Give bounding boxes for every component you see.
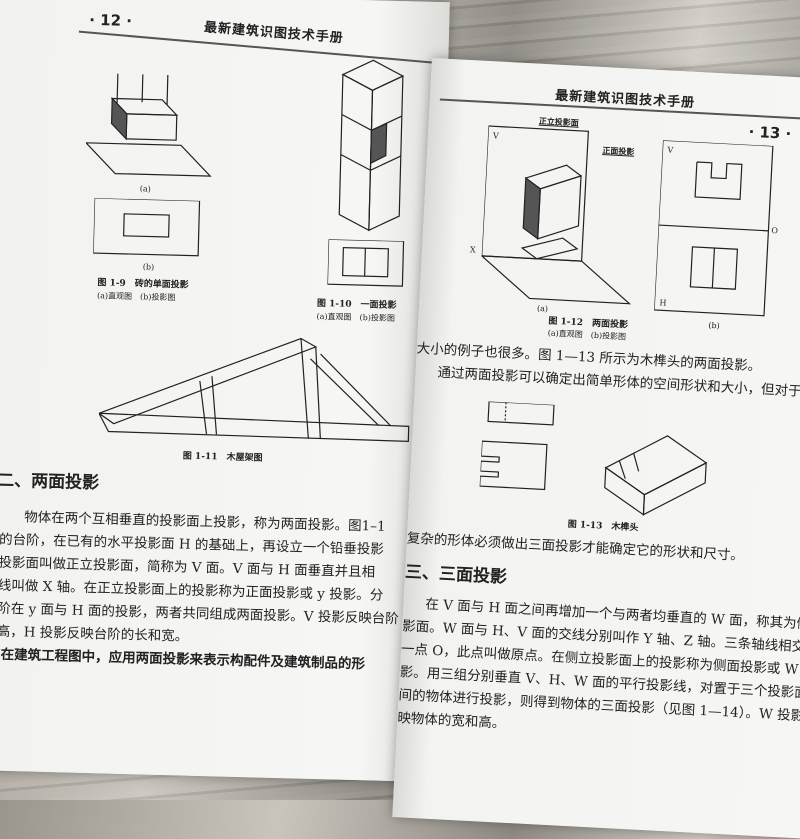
right-page: 最新建筑识图技术手册 · 13 · 正立投影面 正面投影 V X (a) V O… bbox=[392, 58, 800, 839]
left-page: · 12 · 最新建筑识图技术手册 (a) (b) 图 1-9 砖的单面投影 (… bbox=[0, 0, 450, 783]
axis-label-v: V bbox=[667, 145, 674, 155]
axis-label-o: O bbox=[771, 226, 779, 236]
figure-1-9a-brick-drawing bbox=[84, 73, 212, 177]
section-heading: 二、两面投影 bbox=[0, 470, 100, 494]
figure-1-10-caption: 图 1-10 一面投影 bbox=[316, 298, 397, 312]
figure-1-10-subcaption: (a)直观图 (b)投影图 bbox=[316, 311, 396, 323]
axis-label-x: X bbox=[469, 245, 476, 255]
body-paragraph: 物体在两个互相垂直的投影面上投影，称为两面投影。图1–1 示的台阶，在已有的水平… bbox=[0, 0, 450, 672]
figure-label: (a) bbox=[139, 184, 151, 194]
figure-1-13-caption: 图 1-13 木榫头 bbox=[567, 519, 639, 534]
axis-label-h: H bbox=[659, 298, 667, 308]
section-heading: 三、三面投影 bbox=[404, 562, 508, 588]
figure-1-12b-projection bbox=[653, 140, 774, 317]
page-number: · 13 · bbox=[748, 122, 792, 143]
figure-label: (b) bbox=[142, 262, 155, 272]
figure-1-11-roof-truss-drawing bbox=[98, 337, 410, 442]
running-header: 最新建筑识图技术手册 bbox=[203, 20, 345, 47]
figure-1-12a-drawing bbox=[480, 125, 632, 305]
label-frontal-plane: 正立投影面 bbox=[538, 115, 580, 128]
figure-label: (a) bbox=[536, 303, 549, 314]
figure-1-11-caption: 图 1-11 木屋架图 bbox=[182, 451, 263, 464]
text-line: 在建筑工程图中，应用两面投影来表示构配件及建筑制品的形 bbox=[0, 646, 366, 673]
figure-1-9b-projection bbox=[93, 198, 201, 257]
axis-label-v: V bbox=[492, 131, 500, 141]
figure-1-10a-column-drawing bbox=[338, 59, 405, 232]
figure-label: (b) bbox=[708, 320, 720, 331]
figure-1-13-tenon-drawing bbox=[479, 401, 708, 516]
figure-1-9-subcaption: (a)直观图 (b)投影图 bbox=[96, 291, 176, 303]
text-line: 映物体的宽和高。 bbox=[396, 710, 506, 732]
figure-1-9-caption: 图 1-9 砖的单面投影 bbox=[97, 278, 189, 291]
figure-1-10b-projection bbox=[327, 239, 405, 287]
page-number: · 12 · bbox=[89, 10, 133, 30]
label-front-projection: 正面投影 bbox=[602, 145, 635, 157]
